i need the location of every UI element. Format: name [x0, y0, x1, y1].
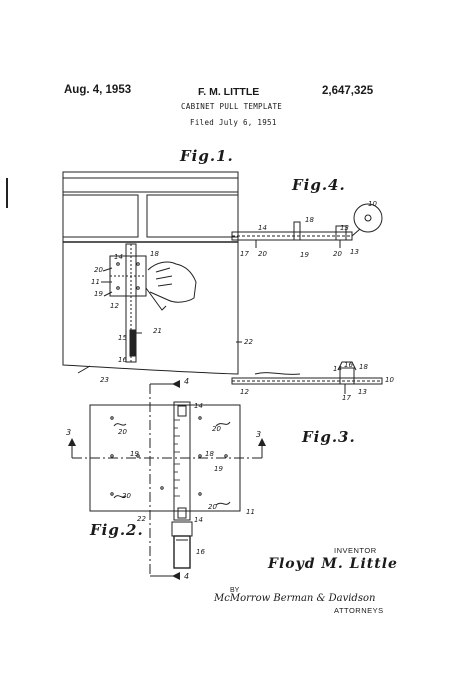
- ref-numeral: 14: [333, 365, 342, 373]
- filed-date: Filed July 6, 1951: [190, 118, 277, 127]
- ref-numeral: 20: [94, 266, 103, 274]
- ref-numeral: 20: [212, 425, 221, 433]
- inventor-name-header: F. M. LITTLE: [198, 86, 260, 98]
- patent-title: CABINET PULL TEMPLATE: [181, 102, 283, 111]
- ref-numeral: 20: [258, 250, 267, 258]
- fig4-label: Fig.4.: [292, 176, 346, 194]
- ref-numeral: 20: [208, 503, 217, 511]
- ref-numeral: 22: [137, 515, 146, 523]
- ref-numeral: 14: [114, 253, 123, 261]
- fig1-label: Fig.1.: [180, 147, 234, 165]
- ref-numeral: 18: [150, 250, 159, 258]
- ref-numeral: 19: [130, 450, 139, 458]
- ref-numeral: 21: [153, 327, 162, 335]
- ref-numeral: 15: [118, 334, 127, 342]
- ref-numeral: 11: [91, 278, 100, 286]
- ref-numeral: 16: [344, 361, 353, 369]
- ref-numeral: 20: [122, 492, 131, 500]
- fig2-label: Fig.2.: [90, 521, 144, 539]
- ref-numeral: 19: [94, 290, 103, 298]
- ref-numeral: 18: [305, 216, 314, 224]
- ref-numeral: 23: [100, 376, 109, 384]
- ref-numeral: 4: [184, 572, 190, 581]
- section-arrows: [68, 380, 266, 580]
- ref-numeral: 19: [214, 465, 223, 473]
- fig2-plan-view: [71, 383, 263, 577]
- ref-numeral: 13: [358, 388, 367, 396]
- ref-numeral: 11: [246, 508, 255, 516]
- inventor-caption: INVENTOR: [334, 546, 377, 555]
- ref-numeral: 16: [196, 548, 205, 556]
- ref-numeral: 10: [368, 200, 377, 208]
- ref-numeral: 12: [240, 388, 249, 396]
- ref-numeral: 10: [385, 376, 394, 384]
- ref-numeral: 17: [240, 250, 249, 258]
- fig1-cabinet-drawing: [62, 171, 242, 375]
- patent-number: 2,647,325: [322, 85, 374, 97]
- ref-numeral: 20: [333, 250, 342, 258]
- ref-numeral: 18: [205, 450, 214, 458]
- binding-mark: [6, 178, 11, 208]
- ref-numeral: 4: [184, 377, 190, 386]
- attorney-signature: McMorrow Berman & Davidson: [214, 593, 376, 604]
- fig3-label: Fig.3.: [302, 428, 356, 446]
- fig3-section-view: [231, 361, 383, 394]
- patent-date: Aug. 4, 1953: [64, 84, 132, 96]
- ref-numeral: 14: [194, 516, 203, 524]
- inventor-signature: Floyd M. Little: [268, 556, 398, 572]
- ref-numeral: 3: [66, 428, 72, 437]
- ref-numeral: 14: [194, 402, 203, 410]
- ref-numeral: 14: [258, 224, 267, 232]
- ref-numeral: 22: [244, 338, 253, 346]
- ref-numeral: 13: [350, 248, 359, 256]
- ref-numeral: 13: [340, 224, 349, 232]
- attorneys-caption: ATTORNEYS: [334, 606, 384, 615]
- by-label: BY: [230, 587, 240, 594]
- ref-numeral: 16: [118, 356, 127, 364]
- ref-numeral: 17: [342, 394, 351, 402]
- ref-numeral: 20: [118, 428, 127, 436]
- ref-numeral: 12: [110, 302, 119, 310]
- fig4-side-view: [231, 203, 383, 248]
- ref-numeral: 19: [300, 251, 309, 259]
- ref-numeral: 3: [256, 430, 262, 439]
- ref-numeral: 18: [359, 363, 368, 371]
